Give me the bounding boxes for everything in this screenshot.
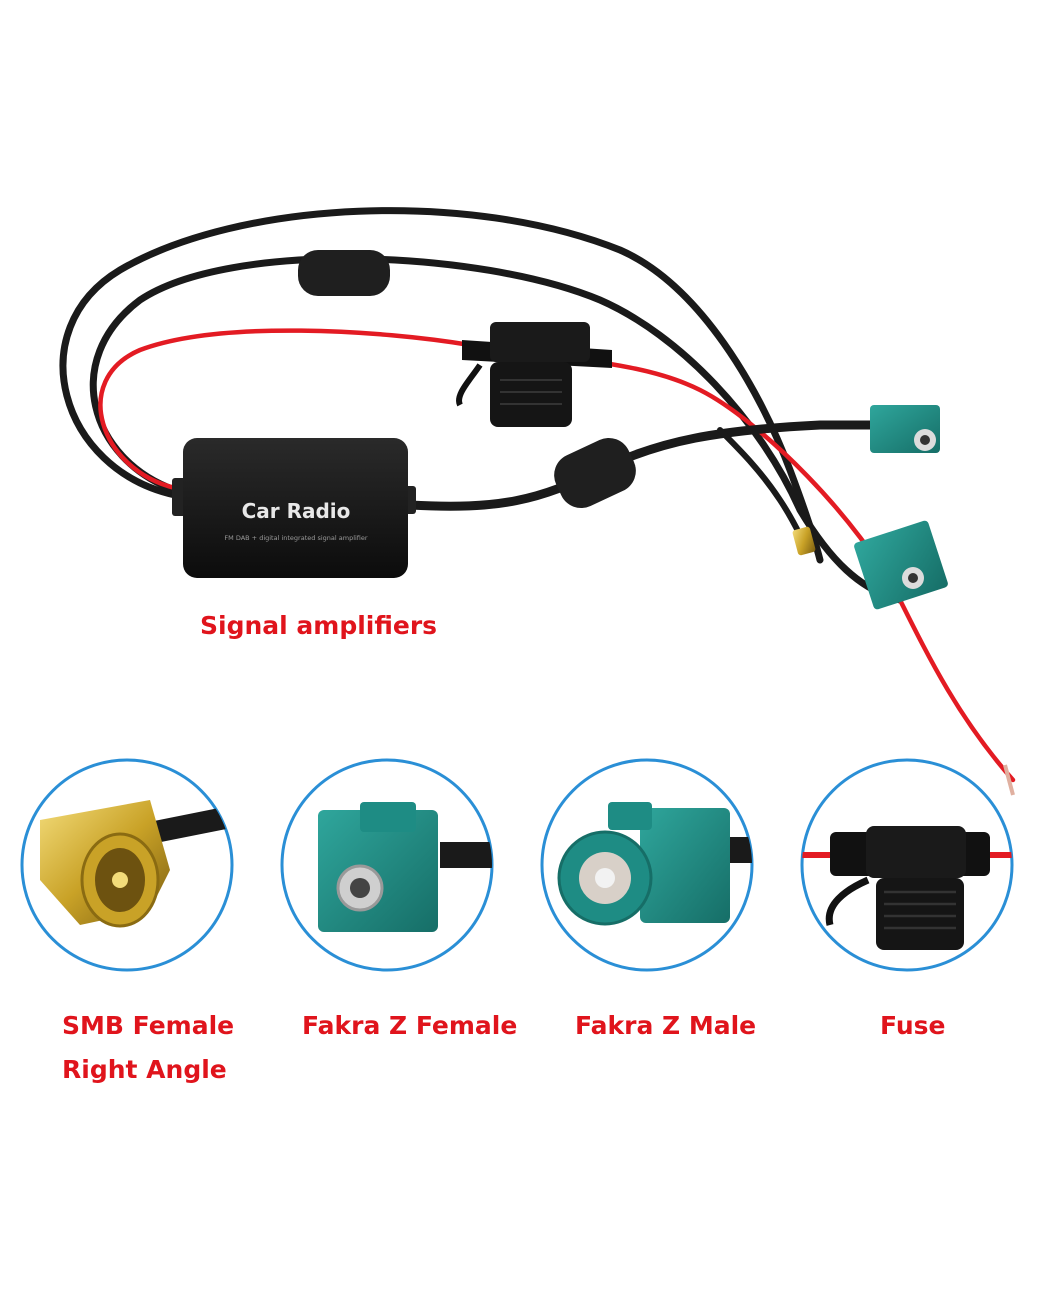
amplifier-caption: Signal amplifiers: [200, 611, 438, 640]
smb-caption-line2: Right Angle: [62, 1055, 227, 1084]
fakra-male-caption: Fakra Z Male: [575, 1011, 757, 1040]
fuse-holder: [456, 322, 612, 427]
smb-plug: [792, 526, 816, 556]
amplifier-brand-text: Car Radio: [242, 499, 351, 523]
fuse-caption: Fuse: [880, 1011, 946, 1040]
fakra-male-plug: [854, 520, 948, 610]
ferrite-top: [298, 250, 390, 296]
detail-circle-fakra-female: [280, 758, 494, 972]
cable-smb: [717, 427, 803, 538]
wire-red-end: [1003, 764, 1015, 796]
fakra-female-caption: Fakra Z Female: [302, 1011, 518, 1040]
detail-circle-smb: [20, 758, 234, 972]
fakra-female-plug: [870, 405, 940, 453]
smb-caption-line1: SMB Female: [62, 1011, 235, 1040]
cable-inner: [89, 255, 904, 604]
detail-circle-fakra-male: [540, 758, 754, 972]
ferrite-right: [554, 437, 636, 509]
amplifier-sub-text: FM DAB + digital integrated signal ampli…: [224, 534, 367, 542]
amplifier-box: Car Radio FM DAB + digital integrated si…: [172, 438, 416, 578]
cable-right: [405, 420, 885, 511]
detail-circle-fuse: [800, 758, 1014, 972]
cable-outer: [59, 207, 824, 564]
